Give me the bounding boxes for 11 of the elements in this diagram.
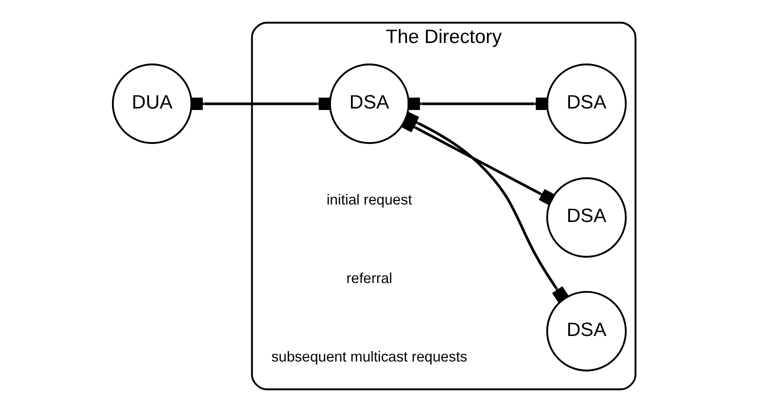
label: subsequent multicast requests xyxy=(270,350,467,366)
connector xyxy=(407,98,548,110)
node-circle: DSA xyxy=(328,64,410,144)
label: referral xyxy=(346,270,392,287)
label: initial request xyxy=(326,192,412,208)
node-circle: DSA xyxy=(546,290,626,372)
node-circle: DUA xyxy=(111,64,192,144)
node-circle: DSA xyxy=(546,64,626,144)
connector xyxy=(400,116,555,206)
node-circle: DSA xyxy=(546,177,626,258)
connector xyxy=(190,98,331,110)
